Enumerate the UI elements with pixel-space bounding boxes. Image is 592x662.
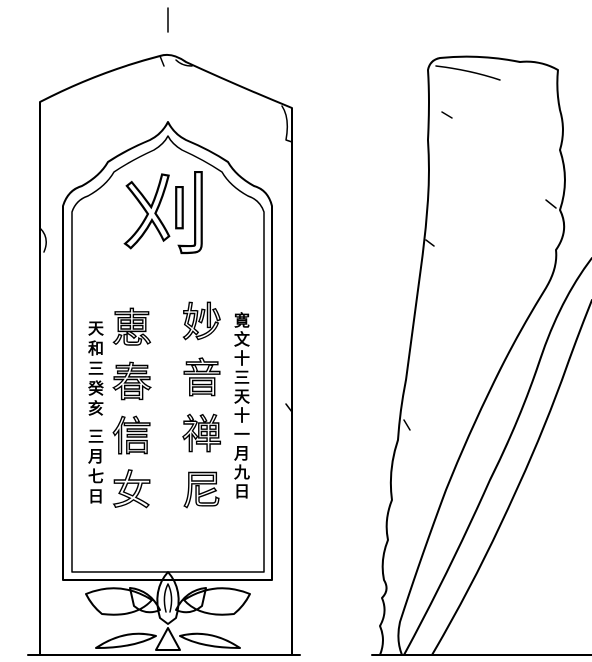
inscription-char: 和 — [88, 339, 104, 358]
inscription-char: 三 — [234, 368, 250, 387]
inscription-char: 文 — [234, 330, 251, 349]
stele-side-view — [371, 55, 592, 656]
inscription-char: 妙 — [182, 300, 222, 346]
inscription-char: 月 — [87, 447, 104, 466]
inscription-char: 月 — [233, 444, 250, 463]
inscription-char: 日 — [234, 482, 250, 501]
inscription-char: 信 — [112, 414, 152, 460]
side-texture-marks — [403, 65, 557, 431]
niche-frame-outer — [62, 121, 273, 581]
inscription-char: 天 — [88, 319, 105, 338]
inscription-char: 一 — [234, 425, 250, 444]
niche-frame-inner — [71, 135, 265, 573]
inscription-char: 十 — [234, 349, 250, 368]
edge-chip-marks — [39, 227, 293, 413]
inscription-char: 三 — [88, 427, 104, 446]
top-chip-marks — [159, 55, 293, 143]
side-profile-outline — [379, 55, 566, 656]
stele-outline — [39, 53, 293, 656]
inscription-char: 七 — [88, 467, 104, 486]
inscription-char: 寛 — [234, 311, 250, 330]
side-back-curve — [403, 257, 592, 656]
inscription-char: 亥 — [88, 399, 104, 418]
inscription-char: 十 — [234, 406, 250, 425]
inscription-char: 天 — [234, 387, 251, 406]
inscription-char: 女 — [112, 468, 152, 514]
inscription-char: 三 — [88, 359, 104, 378]
stele-front-view: 刈 — [27, 53, 301, 656]
inscription-char: 日 — [88, 487, 104, 506]
inscription-char: 恵 — [112, 306, 152, 352]
inscription-char: 九 — [233, 463, 250, 482]
inscription-char: 尼 — [182, 468, 222, 514]
inscription-char: 禅 — [182, 412, 222, 458]
inscription-char: 音 — [182, 356, 222, 402]
inscription-char: 春 — [112, 360, 152, 406]
inscription-char: 癸 — [87, 379, 105, 398]
lotus-base — [27, 571, 301, 656]
side-back-curve-2 — [431, 299, 592, 656]
seed-syllable-glyph: 刈 — [122, 164, 210, 267]
